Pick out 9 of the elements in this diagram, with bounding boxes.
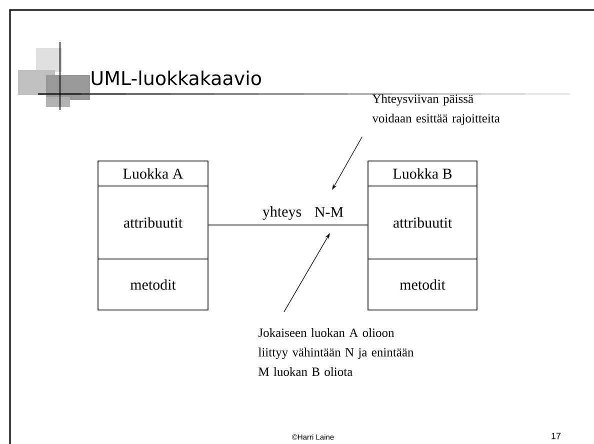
multiplicity-label: N-M xyxy=(314,207,344,217)
note-text: Yhteysviivan päissä voidaan esittää rajoitteita xyxy=(372,94,500,126)
page-number: 17 xyxy=(552,432,561,440)
edge-label: yhteys xyxy=(261,205,303,221)
slide-title: UML-luokkakaavio xyxy=(92,70,261,86)
class-box: Luokka B attribuutit metodit xyxy=(368,160,478,310)
association-line xyxy=(208,224,368,226)
note-text: Jokaiseen luokan A olioon liittyy vähintään N ja enintään M luokan B oliota xyxy=(258,328,414,376)
class-box: Luokka A attribuutit metodit xyxy=(98,160,208,310)
